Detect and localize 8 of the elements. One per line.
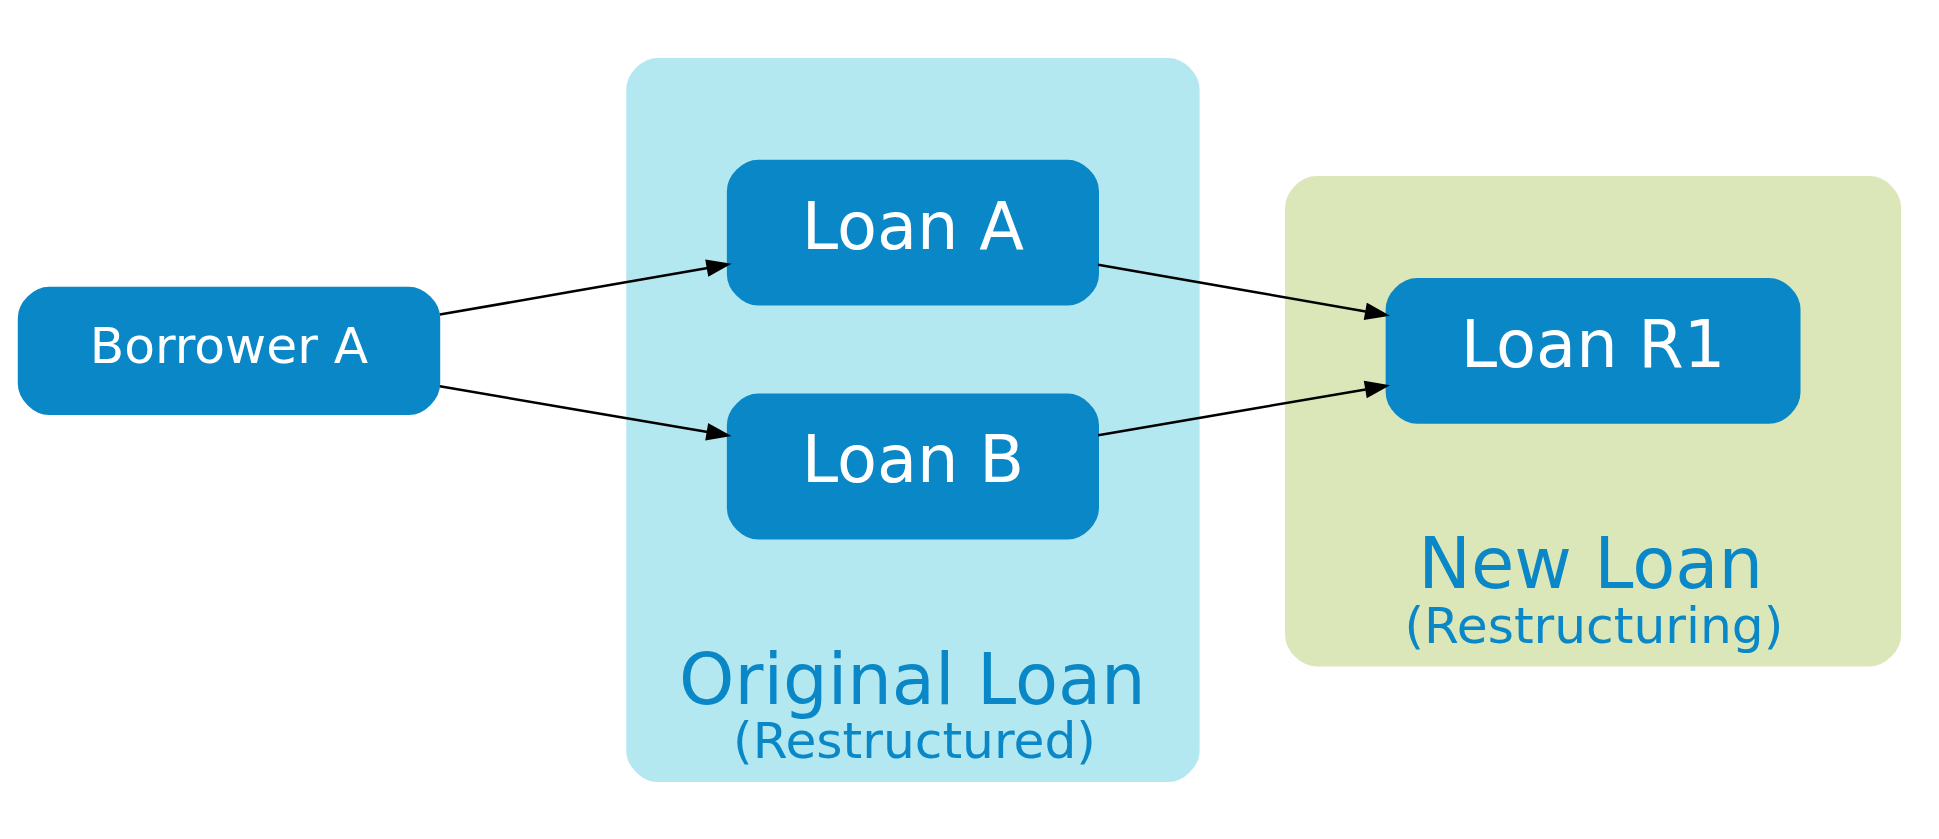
arrow (439, 258, 732, 316)
arrow (1097, 380, 1391, 436)
node-box: Borrower A (17, 286, 441, 415)
arrow (439, 384, 732, 440)
arrow (1097, 262, 1391, 320)
node-box: Loan B (726, 393, 1099, 539)
node-box: Loan A (726, 159, 1099, 306)
node-box: Loan R1 (1385, 277, 1801, 424)
